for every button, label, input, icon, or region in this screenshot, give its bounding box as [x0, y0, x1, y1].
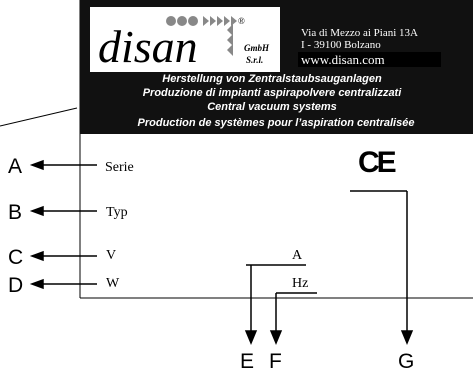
brand-wordmark: disan: [98, 21, 198, 72]
tagline-fr: Production de systèmes pour l’aspiration…: [138, 117, 415, 129]
callout-f: F: [269, 350, 282, 373]
callout-c: C: [8, 246, 23, 269]
callout-a: A: [8, 155, 22, 178]
callout-arrows-left: [29, 159, 97, 290]
address-line1: Via di Mezzo ai Piani 13A: [301, 27, 418, 39]
callout-e: E: [240, 350, 254, 373]
field-serie: Serie: [105, 160, 134, 175]
field-a: A: [292, 248, 303, 263]
company-form-srl: S.r.l.: [246, 55, 263, 65]
field-hz: Hz: [292, 276, 308, 291]
callout-b: B: [8, 201, 22, 224]
address-line2: I - 39100 Bolzano: [301, 39, 381, 51]
company-form-gmbh: GmbH: [244, 43, 270, 53]
website: www.disan.com: [301, 52, 385, 67]
field-typ: Typ: [106, 205, 128, 220]
field-v: V: [106, 248, 116, 263]
tagline-it: Produzione di impianti aspirapolvere cen…: [143, 87, 403, 99]
callout-arrows-bottom: [244, 190, 414, 345]
field-w: W: [106, 276, 120, 291]
callout-d: D: [8, 274, 23, 297]
registered-mark: ®: [238, 16, 245, 26]
tagline-en: Central vacuum systems: [207, 101, 337, 113]
tagline-de: Herstellung von Zentralstaubsauganlagen: [162, 73, 382, 85]
logo-mark-icon: [166, 16, 237, 56]
ce-mark: CE: [358, 146, 396, 179]
callout-g: G: [398, 350, 414, 373]
diagonal-leader-line: [0, 107, 78, 127]
website-box: [298, 52, 441, 67]
